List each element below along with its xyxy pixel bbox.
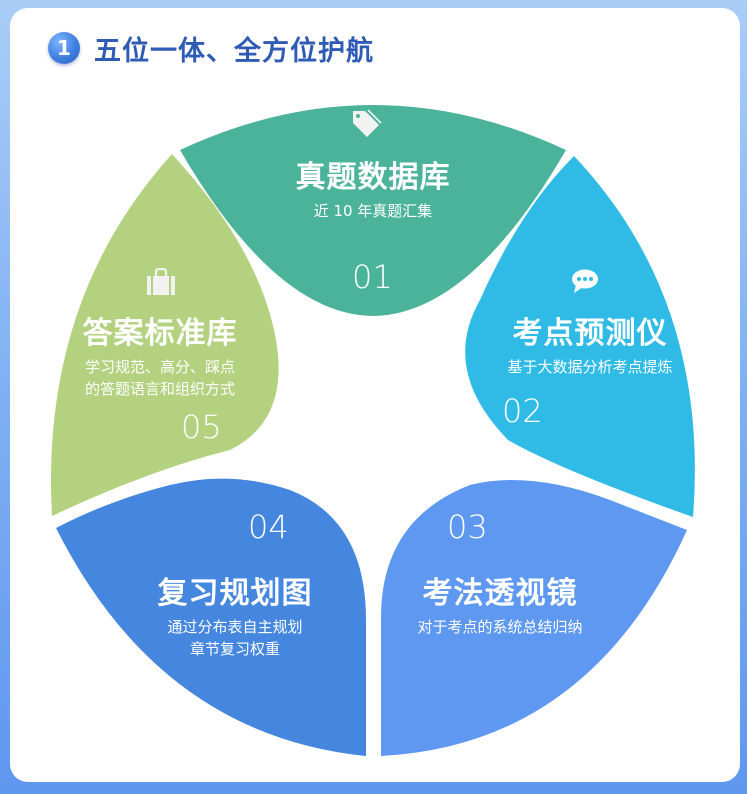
segment-05-label: 答案标准库 学习规范、高分、踩点 的答题语言和组织方式 bbox=[55, 308, 265, 400]
segment-02-desc: 基于大数据分析考点提炼 bbox=[507, 358, 673, 376]
segment-03-number: 03 bbox=[447, 508, 488, 546]
segment-03-label: 考法透视镜 对于考点的系统总结归纳 bbox=[385, 568, 615, 638]
segment-05-desc-line2: 的答题语言和组织方式 bbox=[84, 380, 235, 398]
segment-01-number: 01 bbox=[352, 258, 393, 296]
segment-04-title: 复习规划图 bbox=[157, 576, 313, 611]
segment-03-title: 考法透视镜 bbox=[422, 576, 578, 611]
segment-05-title: 答案标准库 bbox=[82, 316, 238, 351]
segment-01-title: 真题数据库 bbox=[295, 160, 451, 195]
segment-04-desc-line2: 章节复习权重 bbox=[189, 640, 280, 658]
segment-02-shape bbox=[465, 156, 695, 517]
chat-bubble-icon bbox=[572, 269, 598, 293]
segment-01-shape bbox=[180, 105, 566, 316]
segment-02-label: 考点预测仪 基于大数据分析考点提炼 bbox=[470, 308, 710, 378]
tag-icon bbox=[353, 109, 382, 137]
segment-05-desc-line1: 学习规范、高分、踩点 bbox=[84, 358, 235, 376]
segment-03-desc: 对于考点的系统总结归纳 bbox=[417, 618, 583, 636]
segment-02-number: 02 bbox=[502, 392, 543, 430]
segment-02-title: 考点预测仪 bbox=[512, 316, 668, 351]
segment-05-shape bbox=[51, 154, 279, 516]
section-number-badge: 1 bbox=[48, 32, 80, 64]
segment-01-desc: 近 10 年真题汇集 bbox=[313, 202, 433, 220]
segment-04-number: 04 bbox=[248, 508, 289, 546]
briefcase-icon bbox=[147, 268, 175, 295]
segment-05-number: 05 bbox=[181, 408, 222, 446]
segment-04-desc-line1: 通过分布表自主规划 bbox=[167, 618, 303, 636]
segment-04-label: 复习规划图 通过分布表自主规划 章节复习权重 bbox=[135, 568, 335, 660]
segment-01-label: 真题数据库 近 10 年真题汇集 bbox=[273, 152, 473, 222]
segment-04-shape bbox=[56, 478, 366, 756]
section-title: 五位一体、全方位护航 bbox=[94, 35, 374, 67]
segment-03-shape bbox=[380, 480, 687, 756]
section-header: 1 五位一体、全方位护航 bbox=[48, 26, 374, 70]
